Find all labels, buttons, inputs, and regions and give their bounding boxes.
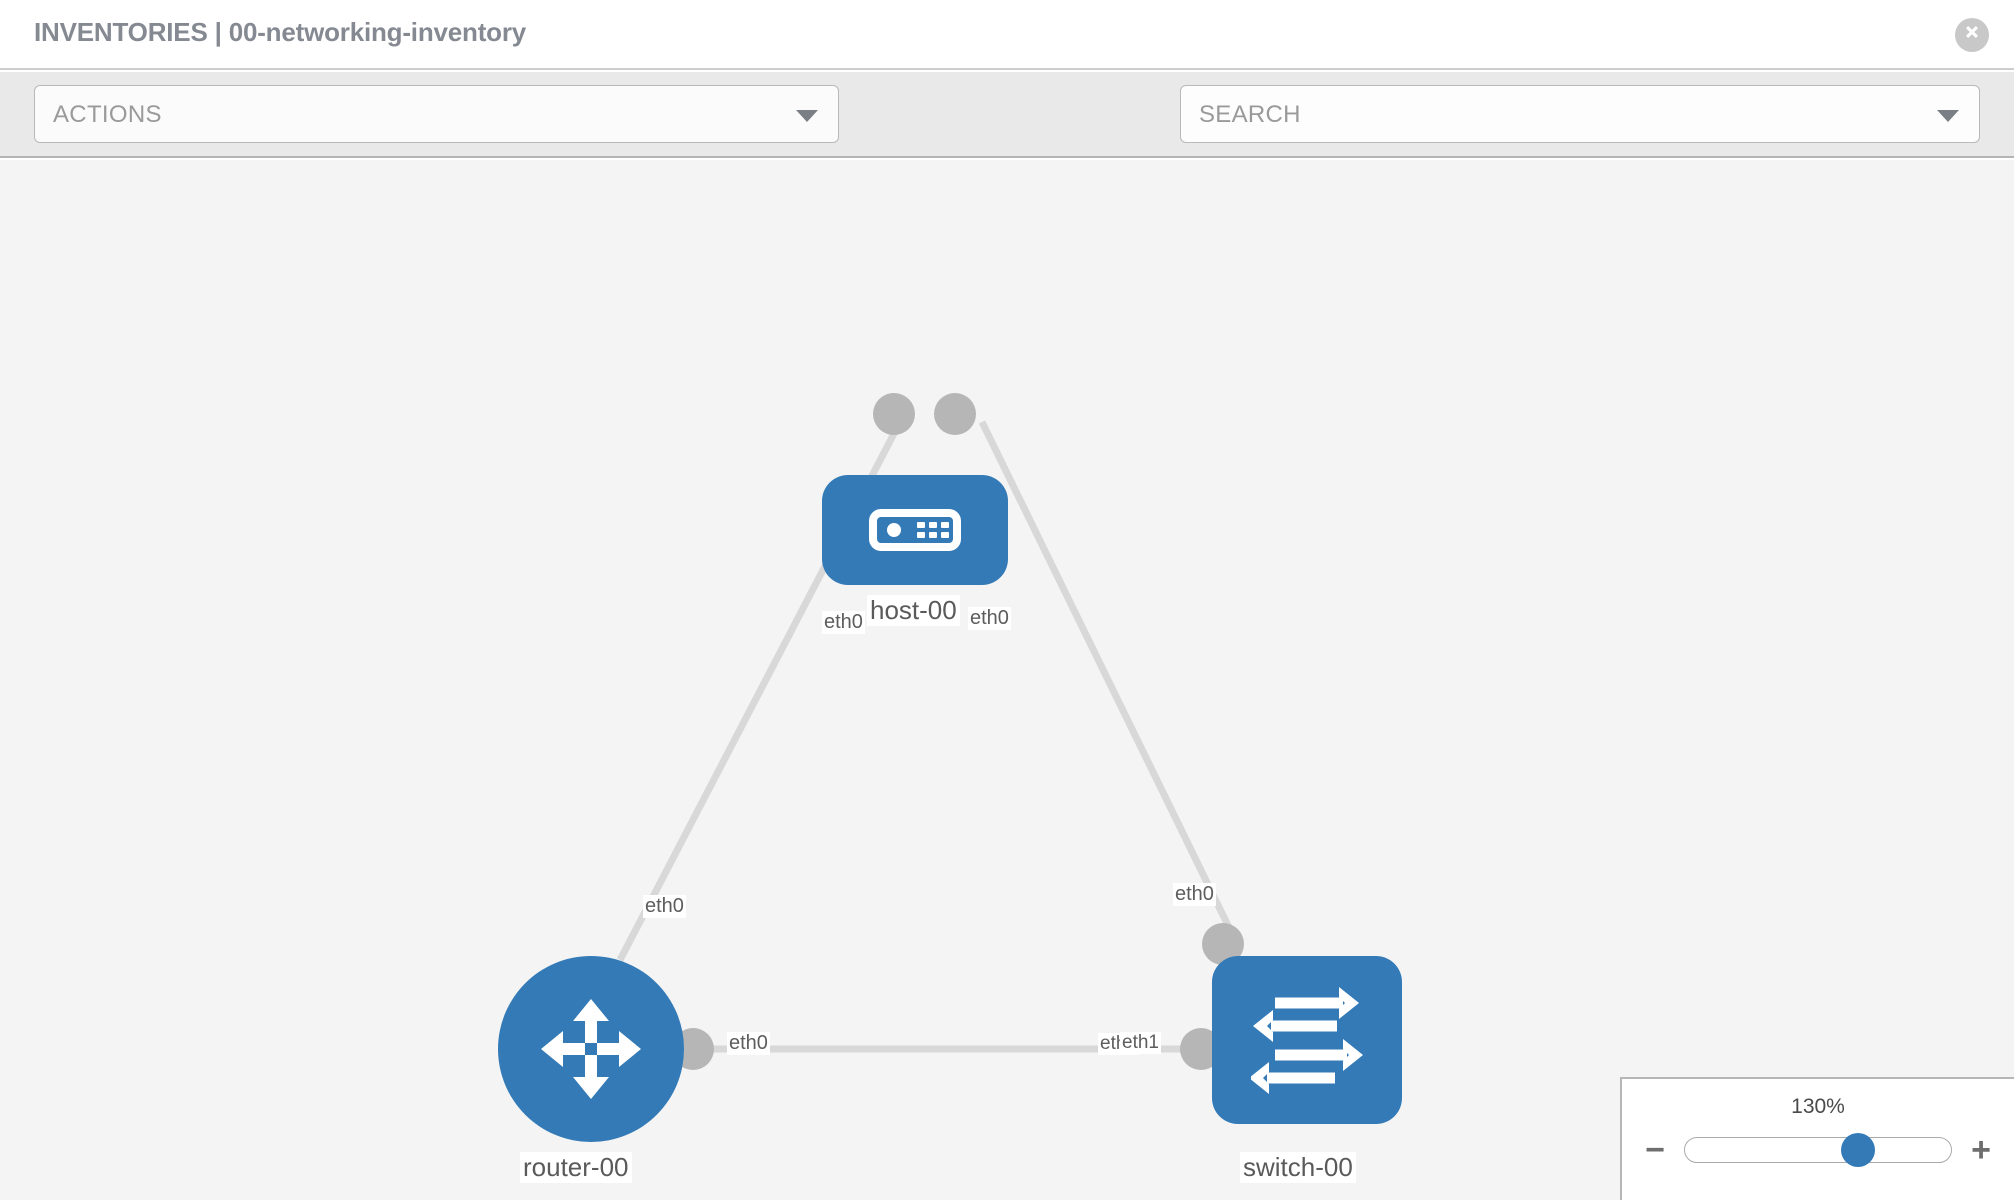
node-router-00-shape[interactable]	[498, 956, 684, 1142]
zoom-level-label: 130%	[1791, 1095, 1845, 1118]
node-host-00-label: host-00	[867, 595, 960, 626]
node-host-00[interactable]: host-00	[822, 475, 1008, 626]
actions-dropdown[interactable]: ACTIONS	[34, 85, 839, 143]
zoom-controls: − +	[1622, 1133, 2014, 1167]
zoom-out-button[interactable]: −	[1645, 1131, 1665, 1169]
iface-label-host00-eth0-right: eth0	[968, 607, 1011, 630]
chevron-down-icon[interactable]	[1937, 110, 1959, 122]
node-switch-00-label: switch-00	[1240, 1152, 1356, 1183]
iface-label-host00-eth0-left: eth0	[822, 611, 865, 634]
chevron-down-icon	[796, 110, 818, 122]
node-host-00-shape[interactable]	[822, 475, 1008, 585]
window-header: INVENTORIES | 00-networking-inventory	[0, 0, 2014, 70]
node-router-00[interactable]: router-00	[498, 956, 684, 1183]
zoom-control-panel: 130% − +	[1620, 1077, 2014, 1200]
search-placeholder: SEARCH	[1199, 101, 1301, 128]
iface-label-router00-eth0-mid: eth0	[727, 1032, 770, 1055]
port-host00-right[interactable]	[934, 393, 976, 435]
topology-canvas[interactable]: host-00 eth0 eth0	[0, 160, 2014, 1200]
toolbar: ACTIONS SEARCH	[0, 72, 2014, 197]
iface-label-switch00-eth1-mid: eth1	[1120, 1032, 1161, 1054]
zoom-slider[interactable]	[1684, 1133, 1952, 1167]
close-icon[interactable]	[1955, 18, 1989, 52]
edge-host00-switch00	[978, 420, 1244, 952]
switch-arrows-icon	[1251, 987, 1363, 1094]
page-title: INVENTORIES | 00-networking-inventory	[34, 17, 527, 47]
port-host00-left[interactable]	[873, 393, 915, 435]
node-router-00-label: router-00	[520, 1152, 632, 1183]
iface-label-router00-eth0-up: eth0	[643, 895, 686, 918]
node-switch-00[interactable]: switch-00	[1212, 956, 1402, 1183]
search-input[interactable]: SEARCH	[1180, 85, 1980, 143]
topology-edges	[616, 420, 1244, 1053]
zoom-slider-handle[interactable]	[1840, 1133, 1875, 1167]
server-icon	[869, 509, 961, 551]
router-arrows-icon	[541, 999, 641, 1099]
node-switch-00-shape[interactable]	[1212, 956, 1402, 1124]
actions-dropdown-label: ACTIONS	[53, 101, 162, 128]
iface-label-switch00-eth0-up: eth0	[1173, 883, 1216, 906]
zoom-in-button[interactable]: +	[1971, 1131, 1991, 1169]
